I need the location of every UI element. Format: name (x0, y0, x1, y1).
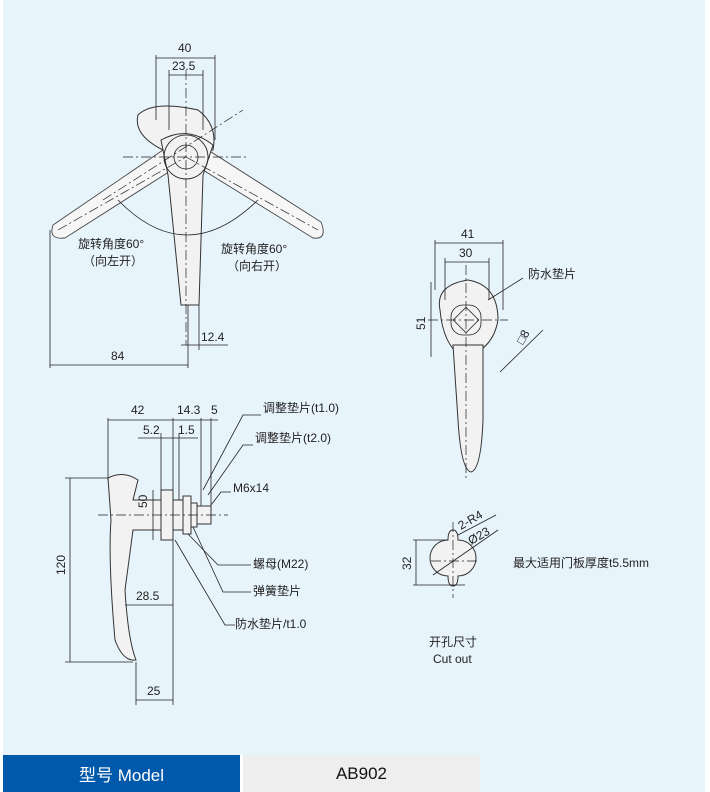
model-value: AB902 (243, 755, 480, 792)
dim-40: 40 (178, 41, 192, 55)
waterproof-gasket-t1-label: 防水垫片/t1.0 (235, 616, 307, 631)
dim-42: 42 (131, 403, 145, 417)
dim-23-5: 23.5 (172, 59, 196, 73)
open-left-label: （向左开） (83, 253, 143, 268)
max-thickness-note: 最大适用门板厚度t5.5mm (513, 555, 649, 570)
top-view: 40 23.5 旋转角度60° （向左开） 旋转角度60° （向右开） 84 1… (49, 41, 324, 368)
cutout-view: 32 2-R4 Ø23 最大适用门板厚度t5.5mm 开孔尺寸 Cut out (400, 507, 649, 666)
dim-120: 120 (54, 555, 68, 575)
dim-5-2: 5.2 (143, 423, 160, 437)
dim-sq8: □8 (513, 327, 532, 346)
drawing-canvas: 40 23.5 旋转角度60° （向左开） 旋转角度60° （向右开） 84 1… (3, 0, 705, 755)
nut-label: 螺母(M22) (253, 557, 308, 571)
rotation-left-label: 旋转角度60° (78, 236, 144, 251)
side-handle (107, 474, 162, 661)
dim-41: 41 (461, 227, 475, 241)
dim-12-4: 12.4 (201, 330, 225, 344)
handle-body (160, 133, 214, 306)
handle-rotated-right (202, 149, 324, 239)
shim-t1-label: 调整垫片(t1.0) (263, 400, 339, 415)
cutout-title-cn: 开孔尺寸 (429, 635, 477, 649)
dim-32: 32 (400, 556, 414, 570)
cutout-title-en: Cut out (433, 652, 472, 666)
dim-5: 5 (211, 403, 218, 417)
spring-washer-label: 弹簧垫片 (253, 583, 301, 598)
square-drive (452, 306, 480, 334)
waterproof-gasket-label: 防水垫片 (528, 266, 576, 281)
open-right-label: （向右开） (227, 258, 287, 273)
front-handle (452, 344, 484, 473)
front-view: 41 30 51 □8 防水垫片 (414, 227, 576, 480)
rotation-arc (117, 199, 259, 236)
side-view: 42 14.3 5 5.2 1.5 50 120 28.5 25 调整垫片(t1… (54, 400, 339, 705)
dim-1-5: 1.5 (178, 423, 195, 437)
model-table-filler (480, 755, 705, 792)
technical-drawing: 40 23.5 旋转角度60° （向左开） 旋转角度60° （向右开） 84 1… (49, 41, 649, 705)
dim-30: 30 (459, 246, 473, 260)
dim-50: 50 (136, 494, 150, 508)
dim-14-3: 14.3 (177, 403, 201, 417)
screw-label: M6x14 (233, 481, 269, 495)
rotation-right-label: 旋转角度60° (221, 241, 287, 256)
shim-t2-label: 调整垫片(t2.0) (255, 430, 331, 445)
dim-25: 25 (147, 684, 161, 698)
dim-84: 84 (111, 349, 125, 363)
dim-28-5: 28.5 (136, 589, 160, 603)
handle-rotated-left (51, 149, 176, 239)
model-label: 型号 Model (3, 755, 240, 792)
model-table: 型号 Model AB902 (3, 755, 705, 792)
dim-51: 51 (414, 316, 428, 330)
